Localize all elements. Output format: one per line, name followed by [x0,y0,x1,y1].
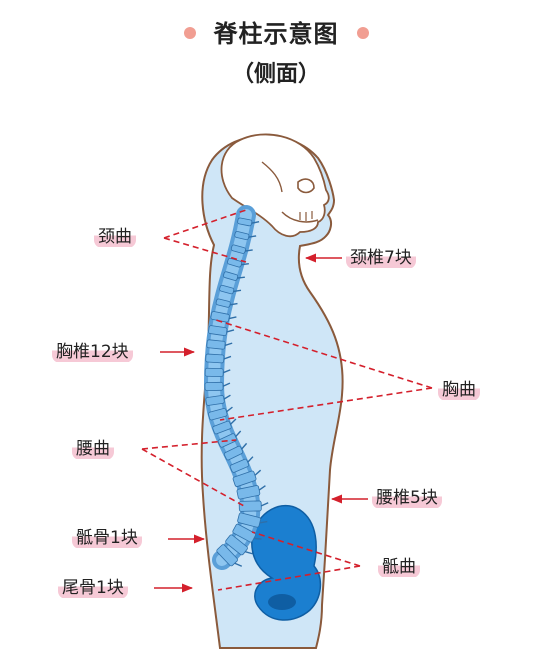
vertebra-process [241,263,249,266]
vertebra-process [222,382,231,387]
vertebra [205,353,225,364]
skull [220,133,330,238]
vertebra-process [247,456,254,463]
vertebra-process [258,485,266,491]
vertebra-process [234,562,243,567]
vertebra-process [235,430,242,438]
vertebra [204,381,224,392]
vertebra [237,217,253,227]
diagram-subtitle: （侧面） [231,62,320,87]
vertebra-process [260,502,269,507]
lumbar-curve-connector [141,439,245,507]
vertebra [225,534,248,556]
thoracic-curve-connector [215,319,433,421]
label-lumbar-vertebrae: 腰椎5块 [372,486,442,509]
vertebra [227,257,243,268]
label-coccyx: 尾骨1块 [58,576,128,599]
vertebra [215,298,231,308]
vertebra-process [226,329,235,333]
title-left-dot [183,27,196,39]
label-thoracic-curve: 胸曲 [438,378,480,401]
vertebra [234,231,250,241]
vertebra-process [229,302,238,306]
skull-suture [261,161,283,193]
vertebra-process [223,355,232,360]
title-right-dot [356,27,369,39]
vertebra-process [228,316,237,320]
vertebra-process [254,469,262,476]
vertebra-process [245,249,253,252]
vertebra-process [241,442,248,450]
skull-jaw [281,211,319,223]
label-cervical-curve: 颈曲 [94,225,136,248]
vertebra [216,544,238,567]
vertebra-process [224,342,233,347]
vertebra-process [226,406,233,413]
vertebra-process [244,551,253,555]
vertebra [238,500,262,512]
vertebra-process [248,235,257,238]
vertebra [237,512,261,528]
sacral-curve-connector [217,531,361,591]
vertebra-process [222,369,231,374]
vertebra-process [223,394,231,400]
label-thoracic-vertebrae: 胸椎12块 [52,340,133,363]
vertebra [223,271,239,281]
vertebra-process [251,220,260,224]
label-sacrum: 骶骨1块 [72,526,142,549]
label-sacral-curve: 骶曲 [378,555,420,578]
pelvis [251,504,322,621]
vertebra [206,339,226,350]
vertebra-process [233,289,242,293]
label-lumbar-curve: 腰曲 [72,437,114,460]
vertebra [208,408,228,421]
label-cervical-vertebrae: 颈椎7块 [346,246,416,269]
vertebra-process [229,418,237,425]
vertebra [219,284,235,295]
skull-teeth [299,211,313,221]
cervical-curve-connector [163,209,247,263]
diagram-title: 脊柱示意图 [0,14,552,49]
vertebra [204,367,224,378]
vertebrae-group [204,217,269,567]
vertebra-process [237,276,245,279]
vertebra-process [253,537,262,540]
vertebra [212,420,232,435]
skull-eye-socket [297,178,315,194]
vertebra [208,325,228,336]
vertebra-process [259,520,268,524]
pelvis-socket [268,594,296,610]
title-text: 脊柱示意图 [213,20,339,48]
